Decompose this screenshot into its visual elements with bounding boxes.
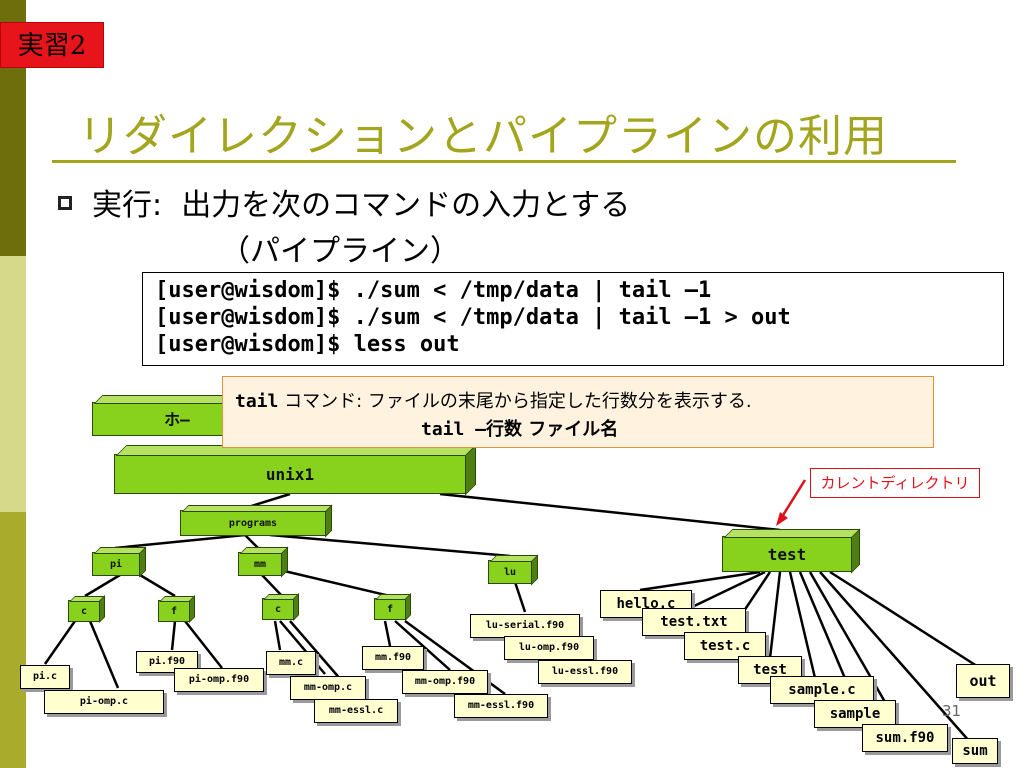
folder-label: f: [386, 604, 394, 615]
file-mm-c[interactable]: mm.c: [266, 651, 316, 675]
file-mm-omp-f90[interactable]: mm-omp.f90: [402, 670, 488, 694]
command-line: [user@wisdom]$ ./sum < /tmp/data | tail …: [155, 278, 712, 303]
folder-label: c: [80, 606, 88, 617]
bullet-text-1: 出力を次のコマンドの入力とする: [181, 188, 631, 223]
folder-label: f: [170, 606, 178, 617]
title-underline: [52, 160, 956, 163]
tail-command-name: tail: [235, 391, 279, 412]
bullet-line-2: （パイプライン）: [220, 234, 460, 269]
file-test-c[interactable]: test.c: [684, 632, 766, 660]
stripe-dark-bottom: [0, 512, 26, 768]
folder-mm-c[interactable]: c: [262, 593, 299, 621]
exercise-badge: 実習2: [0, 22, 104, 68]
folder-label: programs: [228, 518, 278, 529]
file-sample-c[interactable]: sample.c: [770, 676, 874, 704]
page-number: 31: [942, 702, 962, 720]
folder-mm[interactable]: mm: [238, 546, 289, 578]
folder-label: lu: [503, 567, 517, 578]
file-pi-c[interactable]: pi.c: [20, 665, 70, 689]
folder-label: test: [767, 545, 807, 564]
file-mm-essl-f90[interactable]: mm-essl.f90: [454, 694, 548, 718]
file-lu-omp-f90[interactable]: lu-omp.f90: [504, 636, 594, 660]
file-pi-omp-f90[interactable]: pi-omp.f90: [174, 668, 264, 692]
tail-usage-line: tail –行数 ファイル名: [421, 415, 618, 441]
file-sum-f90[interactable]: sum.f90: [862, 724, 948, 752]
command-line: [user@wisdom]$ less out: [155, 332, 460, 357]
stripe-light: [0, 256, 26, 512]
slide-title: リダイレクションとパイプラインの利用: [78, 111, 888, 162]
folder-label: ホ―: [164, 410, 190, 429]
folder-programs[interactable]: programs: [180, 504, 333, 538]
folder-pi-f[interactable]: f: [158, 595, 195, 623]
file-sum[interactable]: sum: [952, 738, 998, 764]
file-pi-omp-c[interactable]: pi-omp.c: [44, 690, 164, 714]
tail-description: コマンド: ファイルの末尾から指定した行数分を表示する.: [284, 391, 752, 412]
file-sample[interactable]: sample: [814, 700, 896, 728]
file-pi-f90[interactable]: pi.f90: [136, 651, 198, 673]
file-mm-omp-c[interactable]: mm-omp.c: [290, 676, 366, 700]
bullet-line-1: 実行: 出力を次のコマンドの入力とする: [92, 180, 630, 224]
folder-pi-c[interactable]: c: [68, 595, 105, 623]
folder-lu[interactable]: lu: [488, 554, 539, 586]
file-out[interactable]: out: [956, 664, 1010, 698]
tail-usage-command: tail –: [421, 419, 487, 440]
folder-pi[interactable]: pi: [92, 546, 147, 578]
folder-label: mm: [253, 559, 267, 570]
bullet-label: 実行:: [92, 188, 163, 223]
command-line: [user@wisdom]$ ./sum < /tmp/data | tail …: [155, 305, 791, 330]
tail-command-note: tail コマンド: ファイルの末尾から指定した行数分を表示する. tail –…: [222, 376, 934, 448]
tail-usage-args: 行数 ファイル名: [486, 419, 619, 440]
folder-label: c: [274, 604, 282, 615]
folder-label: pi: [109, 559, 123, 570]
file-mm-f90[interactable]: mm.f90: [362, 646, 424, 670]
command-box: [user@wisdom]$ ./sum < /tmp/data | tail …: [142, 272, 1004, 366]
folder-unix1[interactable]: unix1: [114, 444, 477, 496]
file-lu-serial-f90[interactable]: lu-serial.f90: [470, 614, 580, 638]
folder-test[interactable]: test: [722, 528, 861, 574]
file-lu-essl-f90[interactable]: lu-essl.f90: [538, 660, 632, 684]
folder-label: unix1: [265, 465, 315, 484]
current-directory-label: カレントディレクトリ: [810, 468, 980, 498]
tail-description-line: tail コマンド: ファイルの末尾から指定した行数分を表示する.: [235, 387, 752, 413]
folder-mm-f[interactable]: f: [374, 593, 411, 621]
file-mm-essl-c[interactable]: mm-essl.c: [314, 699, 398, 723]
bullet-square-icon: [58, 196, 72, 210]
